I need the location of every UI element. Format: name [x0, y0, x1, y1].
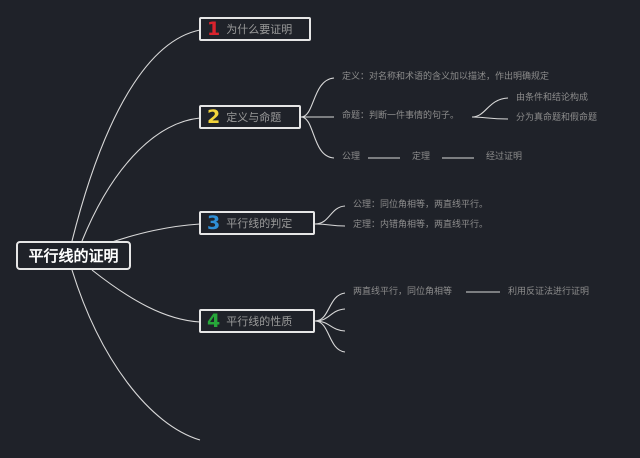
branch-definition-proposition[interactable]: 2 定义与命题 [199, 105, 301, 129]
connector-b3-theorem [314, 223, 346, 227]
note-proposition-parts: 由条件和结论构成 [516, 93, 589, 103]
connector-b2-definition [300, 77, 335, 118]
branch-number: 3 [207, 211, 221, 234]
connector-b3-axiom [314, 205, 346, 225]
note-proposition-types: 分为真命题和假命题 [516, 113, 598, 123]
connector-root-branch4 [91, 269, 201, 323]
note-definition: 定义：对名称和术语的含义加以描述，作出明确规定 [342, 72, 550, 82]
note-theorem: 定理 [412, 152, 431, 162]
connector-b4-4 [314, 320, 346, 353]
connector-root-branch1 [71, 29, 201, 242]
note-judge-axiom: 公理：同位角相等，两直线平行。 [353, 200, 489, 210]
branch-number: 1 [207, 17, 221, 40]
connector-root-branch2 [81, 117, 201, 242]
branch-parallel-judgement[interactable]: 3 平行线的判定 [199, 211, 315, 235]
connector-b4-1 [314, 292, 346, 322]
root-topic[interactable]: 平行线的证明 [16, 241, 131, 270]
branch-label: 平行线的判定 [226, 217, 293, 230]
note-property-1-note: 利用反证法进行证明 [508, 287, 590, 297]
branch-label: 平行线的性质 [226, 315, 293, 328]
note-judge-theorem: 定理：内错角相等，两直线平行。 [353, 220, 489, 230]
connector-prop-parts [471, 97, 509, 118]
connector-b4-2 [314, 308, 346, 322]
branch-number: 2 [207, 105, 221, 128]
branch-number: 4 [207, 309, 221, 332]
branch-label: 定义与命题 [226, 111, 282, 124]
note-proposition: 命题：判断一件事情的句子。 [342, 111, 460, 121]
branch-why-prove[interactable]: 1 为什么要证明 [199, 17, 311, 41]
root-topic-label: 平行线的证明 [28, 247, 119, 265]
branch-parallel-property[interactable]: 4 平行线的性质 [199, 309, 315, 333]
connector-b2-axiom [300, 116, 335, 159]
note-property-1: 两直线平行，同位角相等 [353, 287, 453, 297]
note-axiom: 公理 [342, 152, 361, 162]
branch-label: 为什么要证明 [226, 23, 293, 36]
connector-root-extra [71, 269, 201, 441]
note-proven: 经过证明 [486, 152, 523, 162]
connector-prop-types [471, 116, 509, 120]
